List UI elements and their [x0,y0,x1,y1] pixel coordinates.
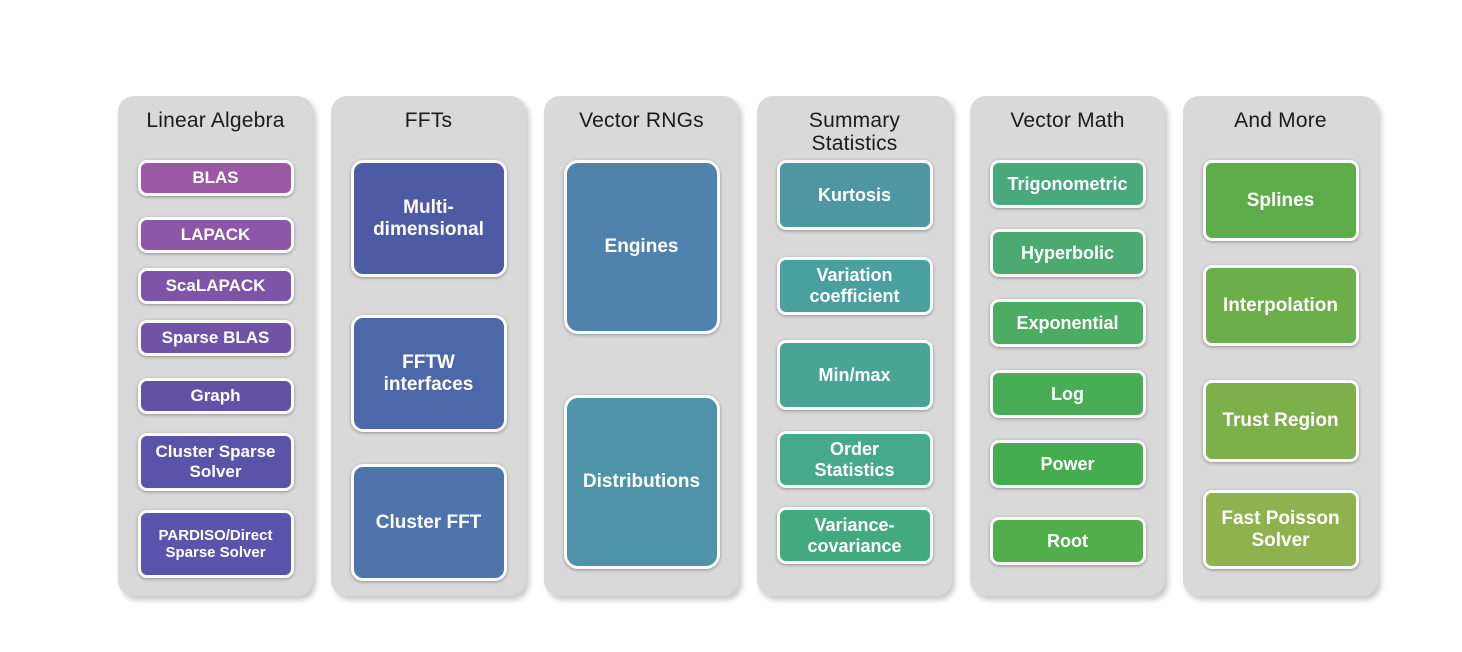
item-sparse-blas: Sparse BLAS [137,320,294,356]
item-fftw-interfaces: FFTW interfaces [350,315,507,432]
item-trigonometric: Trigonometric [989,160,1146,208]
item-distributions: Distributions [563,395,720,569]
item-graph: Graph [137,378,294,414]
item-fast-poisson-solver: Fast Poisson Solver [1202,490,1359,569]
item-root: Root [989,517,1146,565]
item-cluster-fft: Cluster FFT [350,464,507,581]
column-title-linear-algebra: Linear Algebra [146,109,285,132]
column-title-vector-math: Vector Math [1010,109,1125,132]
column-title-summary-statistics: Summary Statistics [808,109,901,155]
item-power: Power [989,440,1146,488]
item-multi-dimensional: Multi-dimensional [350,160,507,277]
item-engines: Engines [563,160,720,334]
item-trust-region: Trust Region [1202,380,1359,462]
item-scalapack: ScaLAPACK [137,268,294,304]
column-title-ffts: FFTs [404,109,453,132]
item-cluster-sparse-solver: Cluster Sparse Solver [137,433,294,491]
item-exponential: Exponential [989,299,1146,347]
item-variance-covariance: Variance-covariance [776,507,933,564]
item-kurtosis: Kurtosis [776,160,933,230]
item-order-statistics: Order Statistics [776,431,933,488]
item-min-max: Min/max [776,340,933,410]
item-lapack: LAPACK [137,217,294,253]
item-interpolation: Interpolation [1202,265,1359,346]
item-blas: BLAS [137,160,294,196]
column-title-and-more: And More [1234,109,1327,132]
item-log: Log [989,370,1146,418]
column-title-vector-rngs: Vector RNGs [579,109,704,132]
item-variation-coefficient: Variation coefficient [776,257,933,315]
item-pardiso-direct-sparse-solver: PARDISO/Direct Sparse Solver [137,510,294,578]
item-hyperbolic: Hyperbolic [989,229,1146,277]
item-splines: Splines [1202,160,1359,241]
